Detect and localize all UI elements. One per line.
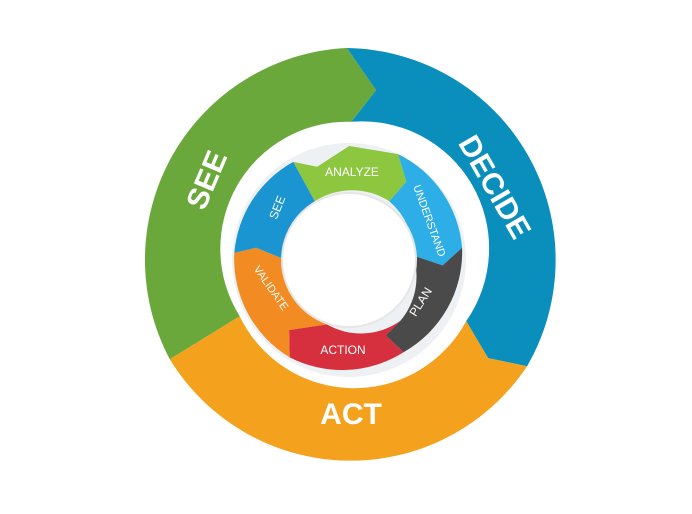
inner-label-analyze: ANALYZE <box>325 165 379 179</box>
inner-ring <box>234 146 463 371</box>
inner-segment-analyze <box>293 146 407 202</box>
inner-segment-validate <box>234 247 327 358</box>
center-hole <box>282 193 416 327</box>
inner-segment-understand <box>389 154 463 266</box>
inner-segment-plan <box>385 247 463 353</box>
inner-segment-action <box>289 320 404 371</box>
outer-label-act: ACT <box>320 398 382 431</box>
inner-label-action: ACTION <box>320 343 365 357</box>
outer-ring <box>144 48 556 461</box>
outer-segment-act <box>169 316 528 461</box>
inner-segment-see <box>234 161 315 259</box>
outer-segment-decide <box>346 48 556 367</box>
outer-segment-see <box>144 48 377 360</box>
center-outline <box>281 192 417 328</box>
